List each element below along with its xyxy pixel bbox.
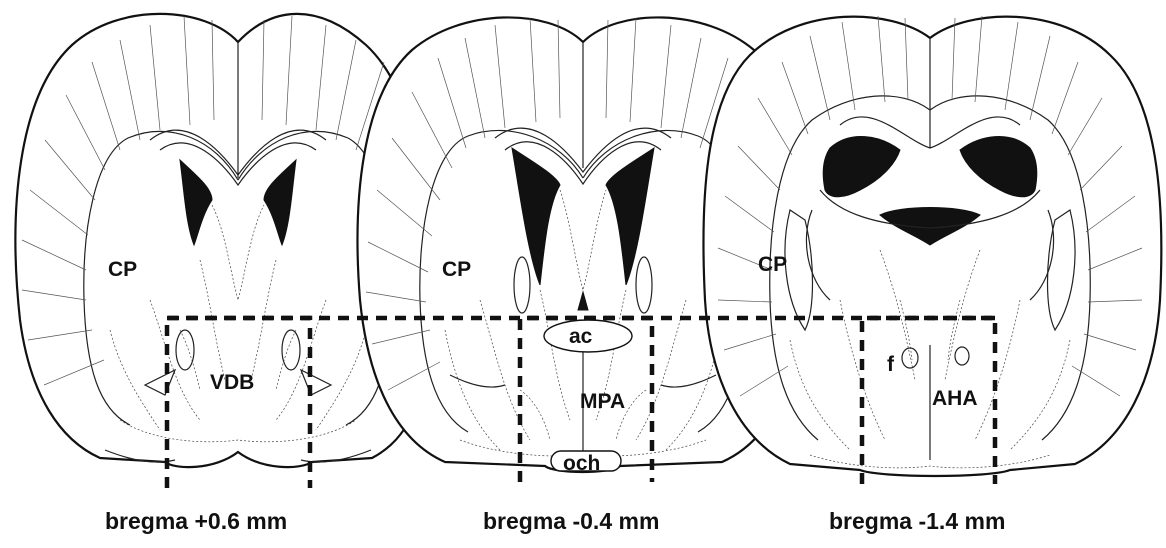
label-aha: AHA [932,387,978,410]
label-f: f [887,353,895,376]
caption-bregma-middle: bregma -0.4 mm [483,508,659,534]
label-cp-posterior: CP [758,253,787,276]
label-cp-middle: CP [442,258,471,281]
label-cp-anterior: CP [108,258,137,281]
label-ac: ac [569,325,593,348]
label-vdb: VDB [210,371,254,394]
caption-bregma-posterior: bregma -1.4 mm [829,508,1005,534]
label-mpa: MPA [580,390,625,413]
caption-bregma-anterior: bregma +0.6 mm [105,508,287,534]
label-och: och [563,452,600,475]
section-posterior: CP f AHA bregma -1.4 mm [703,16,1161,534]
